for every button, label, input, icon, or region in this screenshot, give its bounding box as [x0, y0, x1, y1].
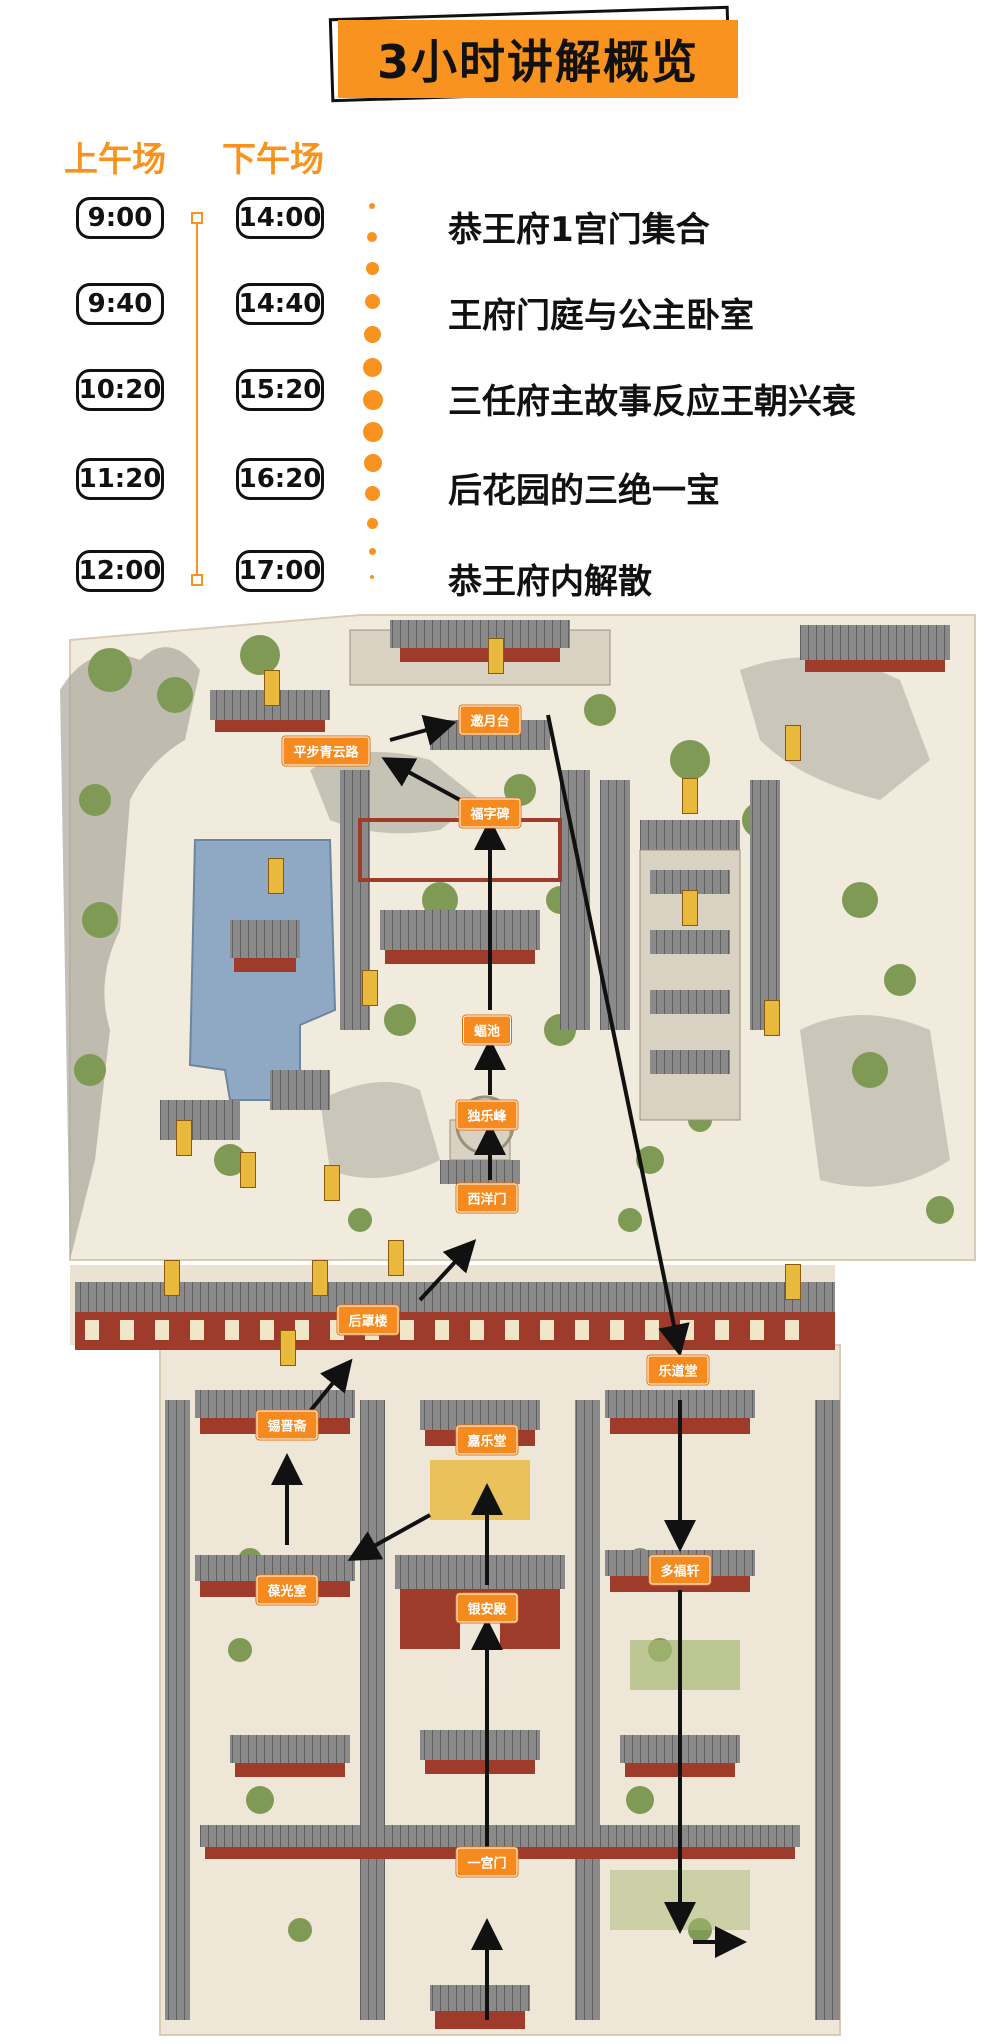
- map-label-fuzibei: 福字碑: [459, 798, 521, 828]
- stop-description: 后花园的三绝一宝: [448, 471, 720, 511]
- name-plaque: [785, 1264, 801, 1300]
- palace-map-illustration: [60, 614, 976, 2036]
- name-plaque: [388, 1240, 404, 1276]
- name-plaque: [764, 1000, 780, 1036]
- map-label-fuchi: 蝠池: [462, 1015, 512, 1045]
- timeline-dot: [366, 262, 379, 275]
- stop-description: 三任府主故事反应王朝兴衰: [448, 382, 856, 422]
- timeline-dot: [364, 326, 381, 343]
- timeline-dot: [363, 358, 382, 377]
- morning-time: 9:40: [76, 283, 164, 325]
- morning-session-heading: 上午场: [64, 140, 166, 180]
- name-plaque: [488, 638, 504, 674]
- name-plaque: [682, 890, 698, 926]
- stop-description: 恭王府内解散: [448, 562, 652, 602]
- name-plaque: [164, 1260, 180, 1296]
- timeline-dot: [370, 575, 374, 579]
- morning-time: 10:20: [76, 369, 164, 411]
- map-label-dulefeng: 独乐峰: [456, 1100, 518, 1130]
- name-plaque: [240, 1152, 256, 1188]
- afternoon-time: 14:00: [236, 197, 324, 239]
- map-label-yinandian: 银安殿: [456, 1593, 518, 1623]
- name-plaque: [312, 1260, 328, 1296]
- timeline-dot: [363, 390, 383, 410]
- map-label-duofuxuan: 多福轩: [649, 1555, 711, 1585]
- timeline-bracket-top: [191, 212, 203, 224]
- name-plaque: [362, 970, 378, 1006]
- morning-time: 11:20: [76, 458, 164, 500]
- timeline-dot: [367, 518, 378, 529]
- map-label-ledaotang: 乐道堂: [647, 1355, 709, 1385]
- timeline-dot: [364, 454, 382, 472]
- title-banner: 3小时讲解概览: [328, 5, 738, 103]
- garden-buildings: [160, 620, 950, 1184]
- name-plaque: [264, 670, 280, 706]
- afternoon-session-heading: 下午场: [222, 140, 324, 180]
- timeline-dot: [365, 294, 380, 309]
- map-label-baoguangshi: 葆光室: [256, 1575, 318, 1605]
- map-label-jialetang: 嘉乐堂: [456, 1425, 518, 1455]
- name-plaque: [268, 858, 284, 894]
- timeline-bracket: [196, 218, 198, 580]
- timeline-dot: [363, 422, 383, 442]
- name-plaque: [324, 1165, 340, 1201]
- morning-time: 12:00: [76, 550, 164, 592]
- timeline-dot: [367, 232, 377, 242]
- name-plaque: [682, 778, 698, 814]
- page-title: 3小时讲解概览: [338, 20, 738, 98]
- map-label-yigongmen: 一宫门: [456, 1847, 518, 1877]
- afternoon-time: 15:20: [236, 369, 324, 411]
- afternoon-time: 16:20: [236, 458, 324, 500]
- afternoon-time: 14:40: [236, 283, 324, 325]
- map-label-xiyangmen: 西洋门: [456, 1183, 518, 1213]
- palace-map: 邀月台 平步青云路 福字碑 蝠池 独乐峰 西洋门 后罩楼 乐道堂 锡晋斋 嘉乐堂…: [0, 600, 1000, 2040]
- pond: [188, 839, 337, 1101]
- morning-time: 9:00: [76, 197, 164, 239]
- timeline-bracket-bottom: [191, 574, 203, 586]
- name-plaque: [785, 725, 801, 761]
- stop-description: 王府门庭与公主卧室: [448, 296, 754, 336]
- map-label-xijinzhai: 锡晋斋: [256, 1410, 318, 1440]
- afternoon-time: 17:00: [236, 550, 324, 592]
- timeline-dot: [369, 548, 376, 555]
- name-plaque: [280, 1330, 296, 1366]
- route-arrows: [271, 714, 747, 2020]
- timeline-dot: [365, 486, 380, 501]
- map-label-pingbu: 平步青云路: [282, 736, 370, 766]
- name-plaque: [176, 1120, 192, 1156]
- map-label-yiyuetai: 邀月台: [459, 705, 521, 735]
- map-label-houzhaolou: 后罩楼: [337, 1305, 399, 1335]
- timeline-dot: [369, 203, 375, 209]
- rear-building: [75, 1282, 835, 1350]
- stop-description: 恭王府1宫门集合: [448, 210, 710, 250]
